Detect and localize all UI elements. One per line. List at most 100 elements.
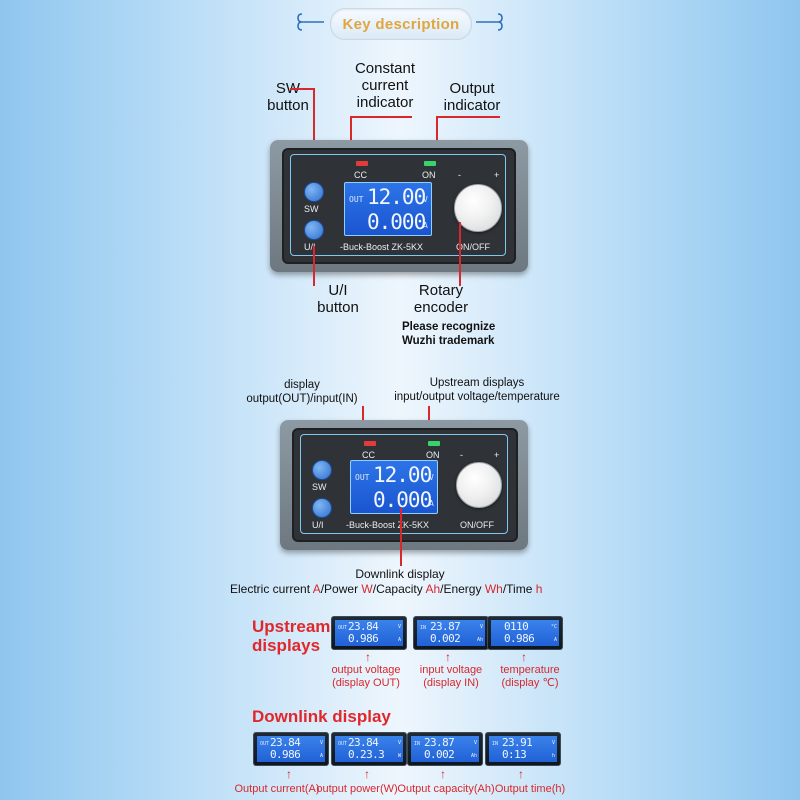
mini-top-value: 23.91 [502, 736, 533, 749]
upstream-title: Upstream displays [252, 617, 331, 655]
arrow-up-icon: ↑ [365, 650, 371, 664]
voltage-value: 12.00 [367, 185, 426, 209]
units-text-2: /Power [320, 582, 362, 596]
downlink-caption-2: output power(W) [316, 783, 398, 795]
mini-top-value: 0110 [504, 620, 529, 633]
downlink-mini-lcd-3: IN 23.87 V 0.002 Ah [411, 736, 479, 762]
mini-top-unit: V [479, 624, 483, 630]
device-top: CC ON SW U/I OUT 12.00 V 0.000 A -Buck-B… [270, 140, 528, 272]
mini-bottom-unit: A [553, 637, 557, 643]
current-unit-2: A [429, 499, 434, 508]
unit-h: h [535, 582, 543, 596]
cc-indicator-led-2 [364, 441, 376, 446]
key-description-title: Key description [330, 8, 472, 40]
ui-button-2[interactable] [312, 498, 332, 518]
downlink-caption-1: Output current(A) [234, 783, 320, 795]
sw-button-2[interactable] [312, 460, 332, 480]
downlink-mini-display-4: IN 23.91 V 0:13 h [485, 732, 561, 766]
mini-top-unit: °C [550, 624, 557, 630]
rotary-encoder-knob-2[interactable] [456, 462, 502, 508]
minus-label: - [458, 170, 461, 180]
mini-bottom-unit: W [397, 753, 401, 759]
cc-label-2: CC [362, 450, 375, 460]
cc-indicator-led [356, 161, 368, 166]
device-top-lcd: OUT 12.00 V 0.000 A [344, 182, 432, 236]
plus-label: + [494, 170, 500, 180]
device-top-bezel: CC ON SW U/I OUT 12.00 V 0.000 A -Buck-B… [282, 148, 516, 264]
cc-label: CC [354, 170, 367, 180]
mini-bottom-unit: Ah [470, 753, 477, 759]
mini-top-unit: V [397, 624, 401, 630]
upstream-caption-1: output voltage (display OUT) [331, 664, 401, 689]
ui-callout-line [313, 246, 315, 286]
mini-bottom-value: 0.986 [270, 748, 301, 761]
plus-label-2: + [494, 450, 500, 460]
downlink-mini-lcd-4: IN 23.91 V 0:13 h [489, 736, 557, 762]
on-indicator-led [424, 161, 436, 166]
mini-top-value: 23.84 [348, 620, 379, 633]
mini-tag: IN [492, 741, 499, 747]
mini-bottom-value: 0.23.3 [348, 748, 385, 761]
onoff-label-2: ON/OFF [460, 520, 494, 530]
mini-bottom-unit: A [319, 753, 323, 759]
arrow-up-icon: ↑ [521, 650, 527, 664]
mini-bottom-value: 0.002 [430, 632, 461, 645]
upstream-note-callout: Upstream displays input/output voltage/t… [394, 377, 560, 403]
sw-callout-line-h [290, 88, 314, 90]
mini-top-value: 23.84 [348, 736, 379, 749]
upstream-caption-2: input voltage (display IN) [419, 664, 483, 689]
units-text-5: /Time [502, 582, 536, 596]
device-middle-bezel: CC ON SW U/I OUT 12.00 V 0.000 A -Buck-B… [292, 428, 518, 542]
mini-top-value: 23.84 [270, 736, 301, 749]
upstream-mini-lcd-1: OUT 23.84 V 0.986 A [335, 620, 403, 646]
downlink-title: Downlink display [252, 707, 391, 726]
ui-button-callout: U/I button [317, 282, 359, 316]
downlink-mini-lcd-1: OUT 23.84 V 0.986 A [257, 736, 325, 762]
upstream-caption-3: temperature (display ℃) [500, 664, 560, 689]
out-tag: OUT [349, 195, 364, 204]
mini-bottom-unit: h [551, 753, 555, 759]
unit-ah: Ah [425, 582, 441, 596]
output-indicator-callout: Output indicator [443, 80, 501, 114]
mini-bottom-value: 0.002 [424, 748, 455, 761]
arrow-up-icon: ↑ [364, 767, 370, 781]
minus-label-2: - [460, 450, 463, 460]
unit-a: A [312, 582, 321, 596]
encoder-callout-line [459, 222, 461, 286]
upstream-mini-display-2: IN 23.87 V 0.002 Ah [413, 616, 489, 650]
downlink-caption-4: Output time(h) [494, 783, 566, 795]
downlink-callout-title: Downlink display [355, 567, 445, 581]
mini-bottom-unit: A [397, 637, 401, 643]
device-middle: CC ON SW U/I OUT 12.00 V 0.000 A -Buck-B… [280, 420, 528, 550]
device-middle-bezel-line [300, 434, 508, 534]
upstream-mini-lcd-2: IN 23.87 V 0.002 Ah [417, 620, 485, 646]
mini-bottom-unit: Ah [476, 637, 483, 643]
voltage-value-2: 12.00 [373, 463, 432, 487]
mini-tag: IN [420, 625, 427, 631]
cc-indicator-callout: Constant current indicator [354, 60, 416, 111]
trademark-note: Please recognize Wuzhi trademark [402, 321, 496, 347]
downlink-units-line: Electric current A/Power W/Capacity Ah/E… [230, 582, 590, 596]
on-indicator-led-2 [428, 441, 440, 446]
ui-label: U/I [304, 242, 316, 252]
upstream-mini-lcd-3: 0110 °C 0.986 A [491, 620, 559, 646]
voltage-unit-2: V [429, 473, 434, 482]
cc-callout-line-h [350, 116, 412, 118]
current-value: 0.000 [367, 210, 426, 234]
downlink-callout-line [400, 508, 402, 566]
units-text-4: /Energy [440, 582, 485, 596]
mini-bottom-value: 0.986 [504, 632, 535, 645]
on-label: ON [422, 170, 436, 180]
downlink-caption-3: Output capacity(Ah) [397, 783, 495, 795]
downlink-mini-display-2: OUT 23.84 V 0.23.3 W [331, 732, 407, 766]
ui-button[interactable] [304, 220, 324, 240]
device-middle-lcd: OUT 12.00 V 0.000 A [350, 460, 438, 514]
mini-tag: OUT [338, 741, 348, 747]
arrow-up-icon: ↑ [445, 650, 451, 664]
display-out-in-callout: display output(OUT)/input(IN) [246, 379, 358, 405]
arrow-up-icon: ↑ [518, 767, 524, 781]
mini-top-value: 23.87 [430, 620, 461, 633]
sw-button[interactable] [304, 182, 324, 202]
rotary-encoder-knob[interactable] [454, 184, 502, 232]
units-text-1: Electric current [230, 582, 313, 596]
